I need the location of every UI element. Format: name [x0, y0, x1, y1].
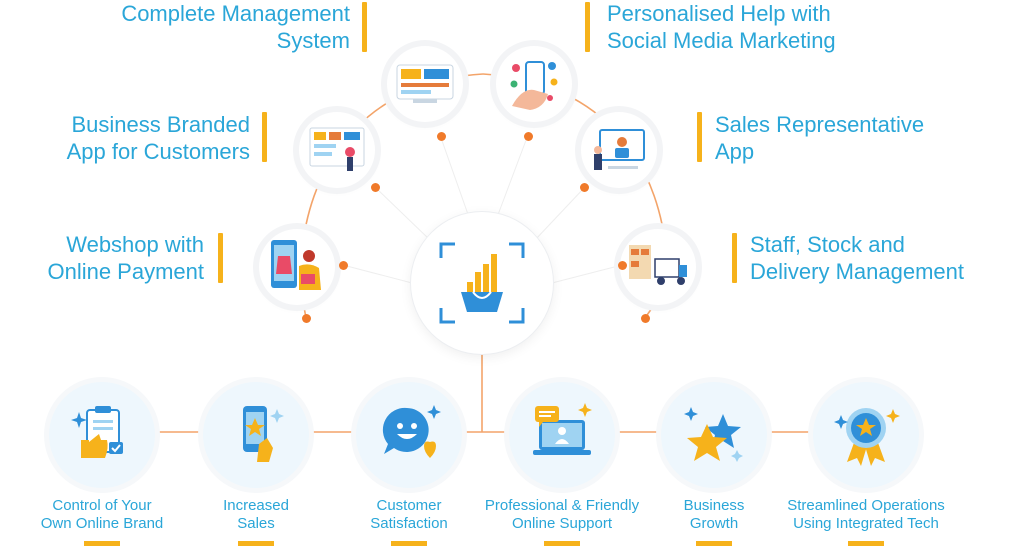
connector-dot — [618, 261, 627, 270]
spoke-3 — [374, 186, 431, 241]
spoke-2 — [495, 134, 529, 221]
connector-dot — [437, 132, 446, 141]
award-badge-icon — [813, 382, 919, 488]
benefit-label: Control of Your Own Online Brand — [40, 497, 164, 532]
laptop-chat-icon — [509, 382, 615, 488]
social-phone-icon — [496, 46, 572, 122]
benefit-label: Streamlined Operations Using Integrated … — [787, 497, 945, 532]
benefit-accent-bar — [238, 541, 274, 546]
accent-bar-social-media — [585, 2, 590, 52]
benefit-accent-bar — [848, 541, 884, 546]
accent-bar-complete-management — [362, 2, 367, 52]
central-hub — [411, 212, 553, 354]
spoke-5 — [342, 264, 413, 284]
feature-label-sales-rep: Sales Representative App — [715, 112, 925, 164]
spoke-1 — [439, 134, 471, 221]
stars-icon — [661, 382, 767, 488]
thumbs-up-clipboard-icon — [49, 382, 155, 488]
benefit-accent-bar — [544, 541, 580, 546]
benefit-label: Business Growth — [683, 497, 745, 532]
feature-label-webshop: Webshop with Online Payment — [47, 232, 204, 284]
smiley-heart-icon — [356, 382, 462, 488]
spoke-6 — [551, 264, 623, 284]
benefit-label: Professional & Friendly Online Support — [484, 497, 640, 532]
benefit-online-brand — [42, 382, 162, 502]
benefit-label: Increased Sales — [223, 497, 289, 532]
feature-label-complete-management: Complete Management System — [121, 1, 350, 53]
spoke-4 — [534, 186, 586, 241]
feature-label-business-branded-app: Business Branded App for Customers — [66, 112, 250, 164]
benefit-streamlined-ops — [806, 382, 926, 502]
feature-label-staff-stock: Staff, Stock and Delivery Management — [750, 232, 964, 284]
shopping-bag-growth-icon — [439, 242, 525, 324]
dashboard-icon — [387, 46, 463, 122]
benefit-customer-satisfaction — [349, 382, 469, 502]
accent-bar-staff-stock — [732, 233, 737, 283]
connector-dot — [371, 183, 380, 192]
connector-dot — [580, 183, 589, 192]
benefit-accent-bar — [696, 541, 732, 546]
connector-dot — [524, 132, 533, 141]
accent-bar-sales-rep — [697, 112, 702, 162]
mobile-shop-icon — [259, 229, 335, 305]
connector-dot — [339, 261, 348, 270]
feature-label-social-media: Personalised Help with Social Media Mark… — [607, 1, 836, 53]
benefit-increased-sales — [196, 382, 316, 502]
delivery-truck-icon — [620, 229, 696, 305]
accent-bar-business-branded-app — [262, 112, 267, 162]
app-screen-icon — [299, 112, 375, 188]
benefit-label: Customer Satisfaction — [370, 497, 448, 532]
benefit-accent-bar — [391, 541, 427, 546]
connector-dot — [641, 314, 650, 323]
benefit-accent-bar — [84, 541, 120, 546]
accent-bar-webshop — [218, 233, 223, 283]
connector-dot — [302, 314, 311, 323]
presentation-icon — [581, 112, 657, 188]
benefit-business-growth — [654, 382, 774, 502]
benefit-online-support — [502, 382, 622, 502]
phone-star-icon — [203, 382, 309, 488]
